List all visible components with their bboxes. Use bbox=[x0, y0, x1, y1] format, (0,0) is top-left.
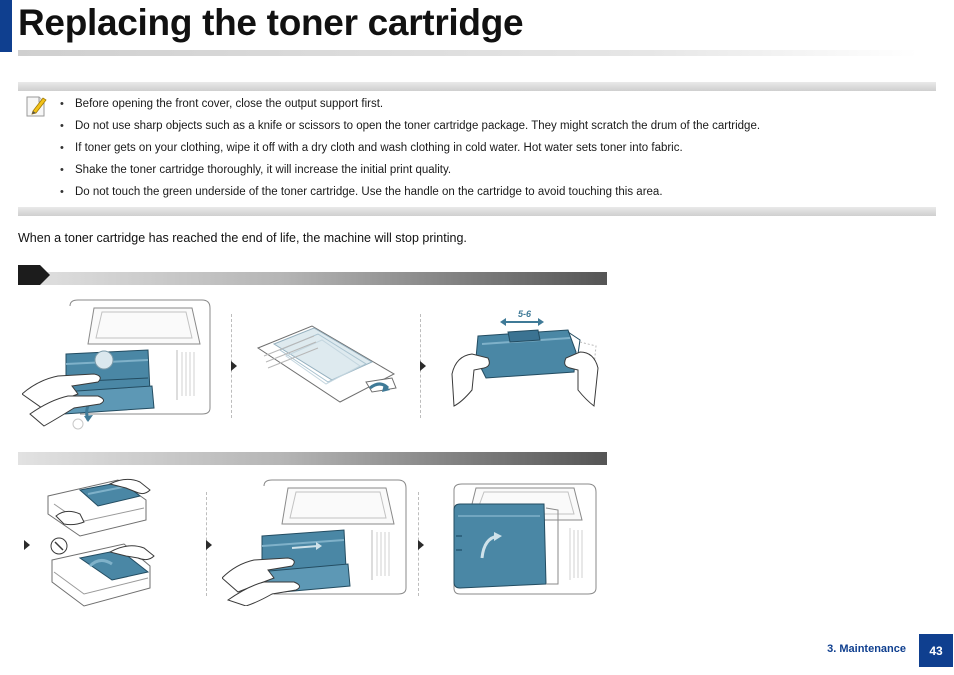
unwrap-cartridge-illustration bbox=[256, 325, 397, 403]
note-box-bottom-rule bbox=[18, 207, 936, 216]
next-step-arrow bbox=[231, 361, 237, 371]
next-step-arrow bbox=[206, 540, 212, 550]
next-step-arrow bbox=[420, 361, 426, 371]
printer-open-cover-illustration bbox=[22, 299, 211, 430]
title-underline bbox=[18, 50, 918, 56]
intro-text: When a toner cartridge has reached the e… bbox=[18, 231, 467, 245]
remove-protective-seal-illustration bbox=[47, 478, 155, 607]
note-item: Shake the toner cartridge thoroughly, it… bbox=[58, 159, 918, 181]
insert-cartridge-illustration bbox=[222, 479, 407, 606]
page-number: 43 bbox=[919, 634, 953, 667]
footer-section-label: 3. Maintenance bbox=[827, 643, 906, 655]
title-accent-bar bbox=[0, 0, 12, 52]
note-item: If toner gets on your clothing, wipe it … bbox=[58, 137, 918, 159]
note-item: Do not touch the green underside of the … bbox=[58, 181, 918, 203]
shake-count-label: 5-6 bbox=[518, 309, 532, 319]
close-front-cover-illustration bbox=[453, 483, 597, 595]
note-item: Do not use sharp objects such as a knife… bbox=[58, 115, 918, 137]
step-bar-1 bbox=[18, 272, 607, 285]
next-step-arrow bbox=[24, 540, 30, 550]
step-bar-2 bbox=[18, 452, 607, 465]
note-box-top-rule bbox=[18, 82, 936, 91]
note-item: Before opening the front cover, close th… bbox=[58, 93, 918, 115]
arrow-tag-icon bbox=[18, 265, 50, 285]
next-step-arrow bbox=[418, 540, 424, 550]
shake-cartridge-illustration bbox=[451, 318, 599, 407]
page-title: Replacing the toner cartridge bbox=[18, 2, 524, 43]
note-pencil-icon bbox=[26, 96, 47, 117]
note-list: Before opening the front cover, close th… bbox=[58, 93, 918, 203]
